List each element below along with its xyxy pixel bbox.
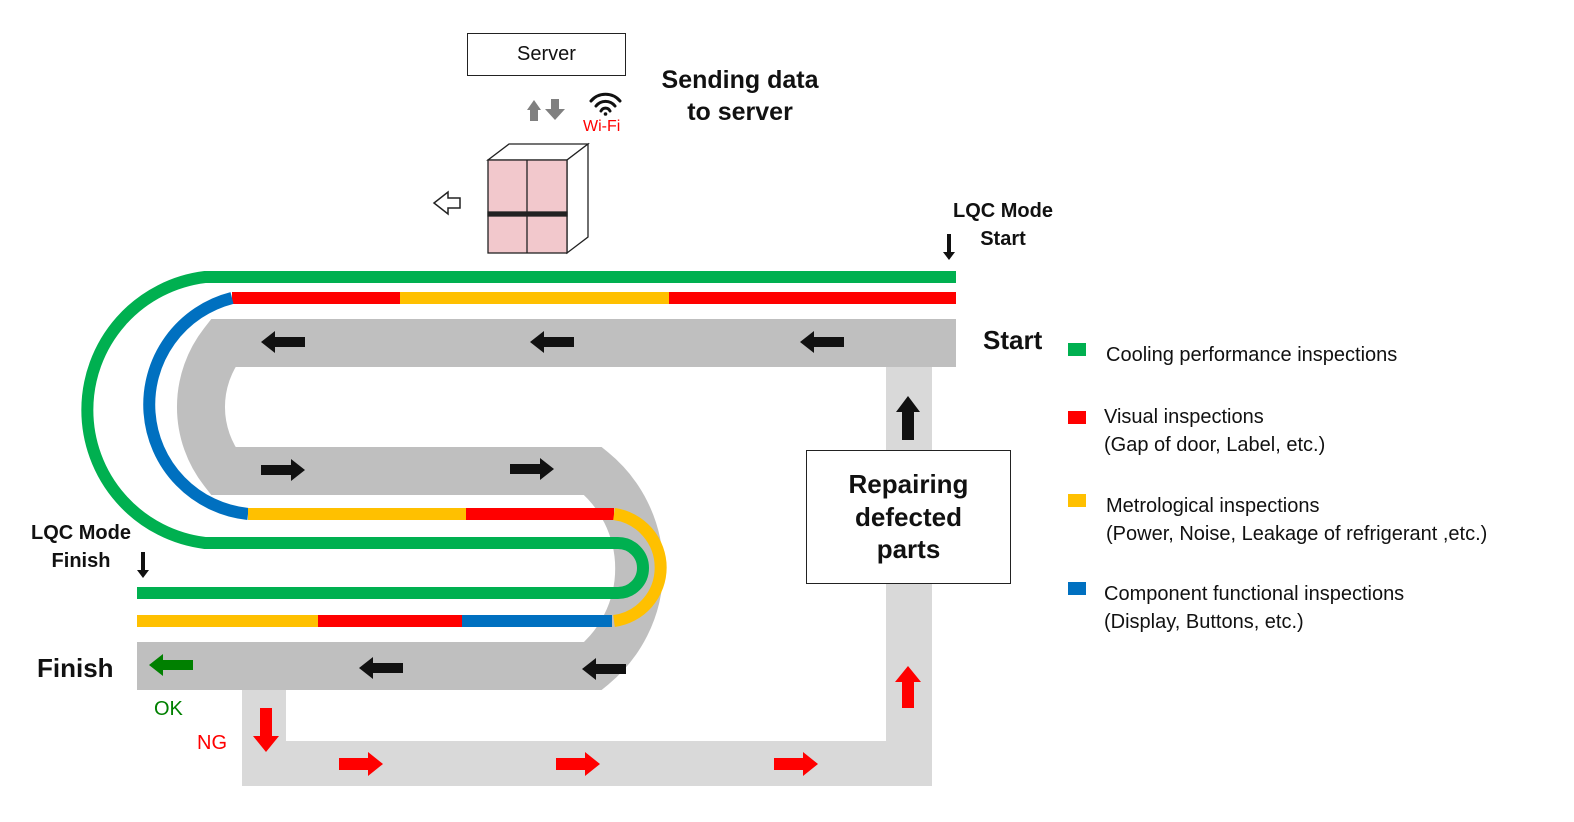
arrow-left-icon bbox=[261, 331, 305, 353]
arrow-right-icon bbox=[510, 458, 554, 480]
track-component-arc bbox=[143, 292, 249, 520]
repair-line3: parts bbox=[876, 534, 941, 565]
finish-label: Finish bbox=[37, 653, 114, 683]
repair-line1: Repairing bbox=[848, 469, 969, 500]
refrigerator-icon bbox=[486, 142, 590, 255]
conveyor-arrows bbox=[261, 331, 920, 680]
arrow-right-icon bbox=[261, 459, 305, 481]
legend-swatch-visual bbox=[1068, 411, 1086, 424]
arrow-up-icon bbox=[896, 396, 920, 440]
arrow-left-icon bbox=[800, 331, 844, 353]
repair-box: Repairing defected parts bbox=[806, 450, 1011, 584]
arrow-right-icon bbox=[339, 752, 383, 776]
server-box: Server bbox=[467, 33, 626, 76]
inspection-tracks bbox=[81, 271, 956, 627]
arrow-up-icon bbox=[895, 666, 921, 708]
legend-swatch-metrological bbox=[1068, 494, 1086, 507]
arrow-right-icon bbox=[774, 752, 818, 776]
ng-label: NG bbox=[197, 732, 227, 754]
arrow-left-icon bbox=[582, 658, 626, 680]
track-metrological-arc bbox=[613, 508, 667, 627]
server-label: Server bbox=[517, 43, 576, 65]
track-cooling-outer bbox=[81, 271, 956, 599]
arrow-down-icon bbox=[253, 708, 279, 752]
legend-label: Component functional inspections bbox=[1104, 583, 1405, 605]
lqc-finish-arrow-icon bbox=[137, 552, 149, 578]
ok-arrow-icon bbox=[149, 654, 193, 676]
repair-arrows bbox=[253, 666, 921, 776]
legend-label: Metrological inspections bbox=[1106, 495, 1320, 517]
download-arrow-icon bbox=[545, 99, 565, 120]
arrow-left-icon bbox=[530, 331, 574, 353]
sending-data-label: Sending data to server bbox=[661, 66, 819, 126]
lqc-mode-start-label: LQC Mode Start bbox=[953, 200, 1053, 250]
legend-sublabel: (Power, Noise, Leakage of refrigerant ,e… bbox=[1106, 523, 1488, 545]
ok-label: OK bbox=[154, 698, 183, 720]
start-label: Start bbox=[983, 325, 1043, 355]
arrow-left-icon bbox=[359, 657, 403, 679]
refrigerator-exit-arrow-icon bbox=[432, 190, 461, 216]
arrow-right-icon bbox=[556, 752, 600, 776]
wifi-icon bbox=[589, 92, 622, 116]
legend-sublabel: (Gap of door, Label, etc.) bbox=[1104, 434, 1326, 456]
lqc-mode-finish-label: LQC Mode Finish bbox=[31, 522, 131, 572]
repair-line2: defected bbox=[855, 501, 962, 532]
legend-sublabel: (Display, Buttons, etc.) bbox=[1104, 611, 1304, 633]
legend-swatch-cooling bbox=[1068, 343, 1086, 356]
lqc-start-arrow-icon bbox=[943, 234, 955, 260]
wifi-label: Wi-Fi bbox=[583, 118, 621, 135]
legend-swatch-component bbox=[1068, 582, 1086, 595]
legend-label: Visual inspections bbox=[1104, 406, 1264, 428]
legend-label: Cooling performance inspections bbox=[1106, 344, 1398, 366]
